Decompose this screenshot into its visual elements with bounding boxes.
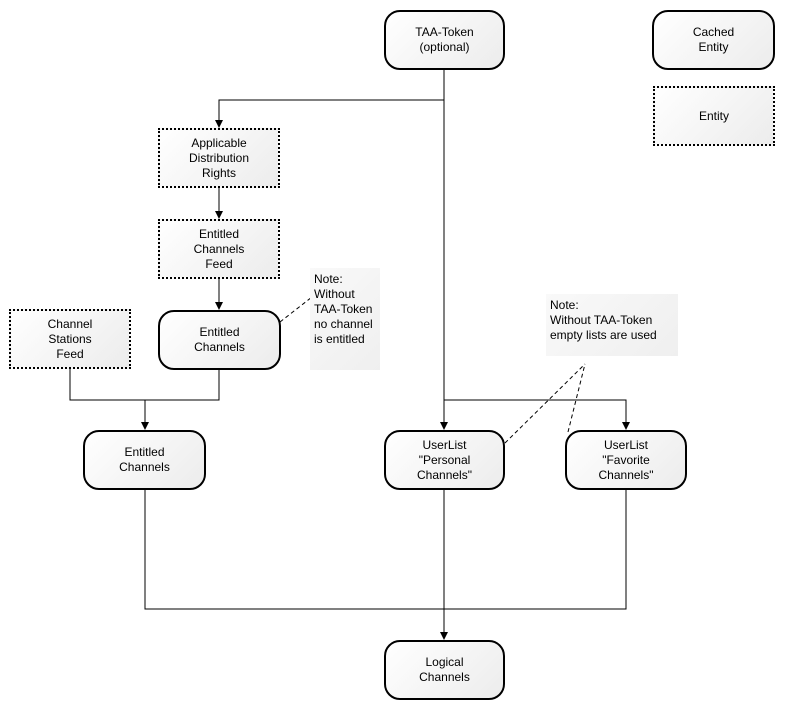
entitled-channels-feed-label: Entitled Channels Feed	[193, 226, 245, 271]
logical-channels-label: Logical Channels	[419, 655, 470, 684]
taa-token-node: TAA-Token (optional)	[384, 10, 505, 70]
note-connector-personal	[504, 363, 586, 444]
note-entitled: Note: Without TAA-Token no channel is en…	[310, 268, 380, 370]
note-connector-entitled	[279, 296, 313, 323]
edge-taa-to-favorite	[444, 399, 630, 430]
channel-stations-feed-node: Channel Stations Feed	[9, 309, 131, 369]
legend-cached-label: Cached Entity	[692, 25, 735, 54]
note-entitled-text: Note: Without TAA-Token no channel is en…	[314, 272, 373, 346]
entitled-channels-lower-node: Entitled Channels	[83, 430, 206, 490]
edge-lower-merge	[144, 489, 627, 610]
legend-cached-entity: Cached Entity	[652, 10, 775, 70]
note-connector-favorite	[567, 363, 586, 433]
edge-taa-to-adr	[215, 99, 444, 128]
userlist-favorite-node: UserList "Favorite Channels"	[565, 430, 687, 490]
logical-channels-node: Logical Channels	[384, 640, 505, 700]
userlist-personal-node: UserList "Personal Channels"	[384, 430, 505, 490]
edge-stations-merge	[69, 369, 220, 401]
userlist-personal-label: UserList "Personal Channels"	[417, 437, 472, 482]
userlist-favorite-label: UserList "Favorite Channels"	[598, 437, 654, 482]
entitled-channels-upper-label: Entitled Channels	[194, 325, 245, 354]
entitled-channels-lower-label: Entitled Channels	[119, 445, 170, 474]
legend-entity: Entity	[653, 86, 775, 146]
taa-token-label: TAA-Token (optional)	[415, 25, 474, 54]
applicable-distribution-rights-node: Applicable Distribution Rights	[158, 128, 280, 188]
note-userlists: Note: Without TAA-Token empty lists are …	[546, 294, 678, 356]
entitled-channels-upper-node: Entitled Channels	[158, 310, 281, 370]
legend-entity-label: Entity	[698, 108, 729, 123]
entitled-channels-feed-node: Entitled Channels Feed	[158, 219, 280, 279]
adr-label: Applicable Distribution Rights	[188, 135, 250, 180]
channel-stations-feed-label: Channel Stations Feed	[47, 316, 93, 361]
note-userlists-text: Note: Without TAA-Token empty lists are …	[550, 298, 657, 342]
